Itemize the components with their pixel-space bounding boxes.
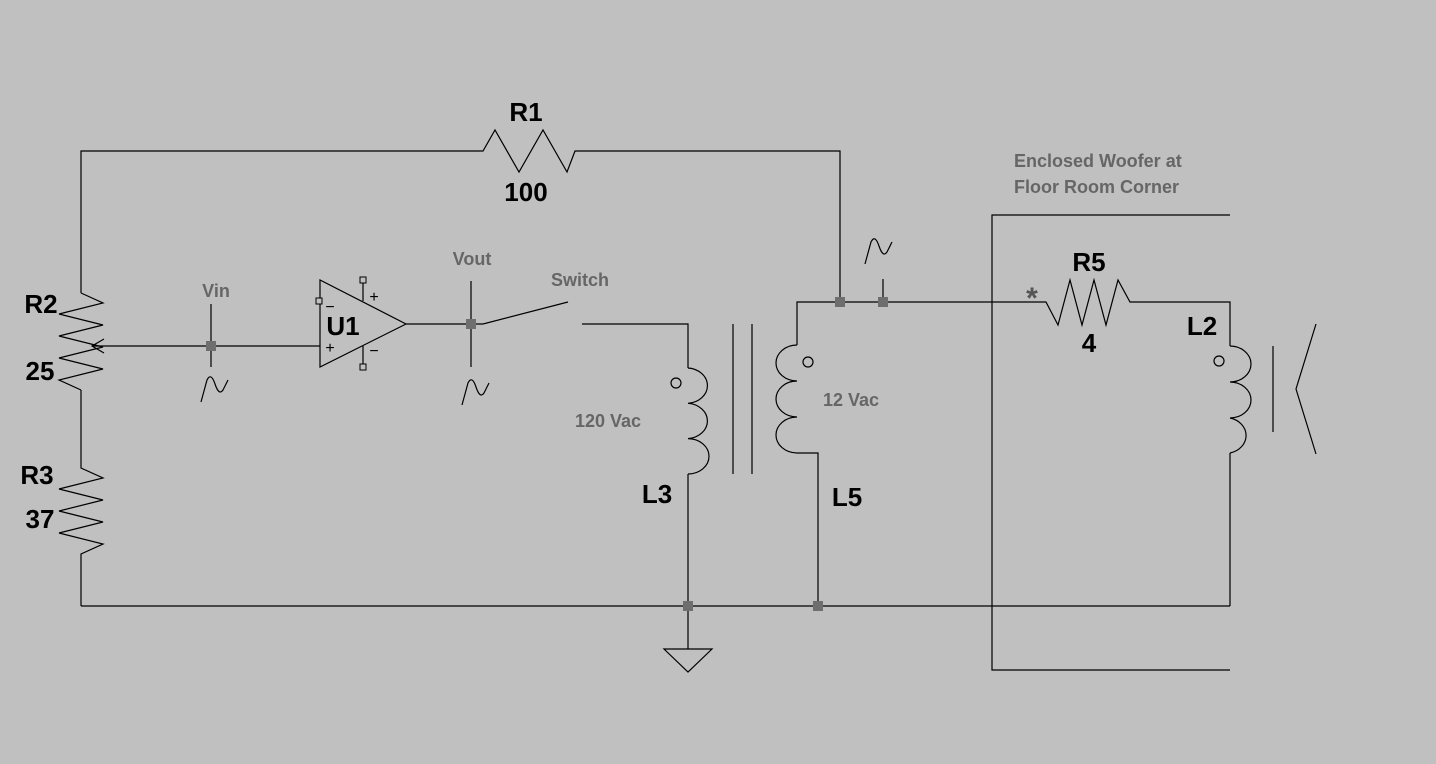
enclosure-outline <box>991 214 1230 671</box>
transformer-core <box>732 324 753 474</box>
u1-label: U1 <box>326 311 359 341</box>
feedback-wire <box>80 128 841 302</box>
r2-resistor <box>57 292 105 391</box>
enclosure-note-line2: Floor Room Corner <box>1014 177 1179 197</box>
l5-top-wire <box>796 301 1040 345</box>
switch-l3-wire <box>582 323 689 368</box>
junction-nodes <box>206 297 888 611</box>
l5-bottom-wire <box>797 452 819 606</box>
l5-value: 12 Vac <box>823 390 879 410</box>
ground-symbol <box>662 648 714 673</box>
switch-blade <box>482 301 569 325</box>
r1-value: 100 <box>504 177 547 207</box>
switch-label: Switch <box>551 270 609 290</box>
vin-label: Vin <box>202 281 230 301</box>
opamp-u1 <box>315 276 408 371</box>
opamp-plus-top: + <box>369 289 378 306</box>
inductor-l5 <box>775 344 814 454</box>
r3-value: 37 <box>26 504 55 534</box>
wires <box>57 128 1231 649</box>
r3-label: R3 <box>20 460 53 490</box>
r5-label: R5 <box>1072 247 1105 277</box>
l5-label: L5 <box>832 482 862 512</box>
l2-label: L2 <box>1187 311 1217 341</box>
woofer-symbol <box>1272 323 1317 455</box>
vout-label: Vout <box>453 249 492 269</box>
r5-value: 4 <box>1082 328 1097 358</box>
sine-icon <box>461 379 490 406</box>
polarity-asterisk: * <box>1026 282 1038 315</box>
inductor-l3 <box>670 367 710 475</box>
opamp-plus-input: + <box>325 340 334 357</box>
r3-resistor <box>58 460 105 606</box>
opamp-minus-bottom: − <box>369 343 378 360</box>
sine-icon <box>864 238 893 265</box>
enclosure-note-line1: Enclosed Woofer at <box>1014 151 1182 171</box>
l3-label: L3 <box>642 479 672 509</box>
opamp-minus-input: − <box>325 299 334 316</box>
r5-resistor <box>1040 277 1231 346</box>
r2-label: R2 <box>24 289 57 319</box>
r1-label: R1 <box>509 97 542 127</box>
r2-value: 25 <box>26 356 55 386</box>
l3-value: 120 Vac <box>575 411 641 431</box>
inductor-l2 <box>1213 345 1252 454</box>
sine-icon <box>200 376 229 403</box>
